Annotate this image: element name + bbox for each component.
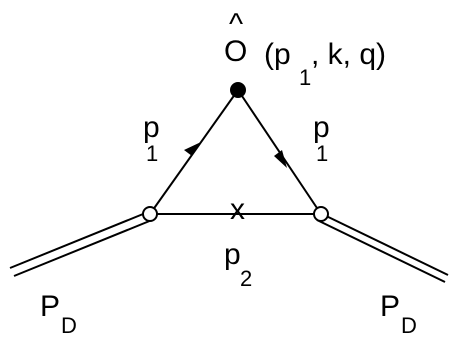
operator-args-rest: , k, q) — [311, 38, 387, 71]
right-arrow-icon — [274, 150, 287, 168]
left-vertex — [142, 206, 158, 222]
operator-symbol: O — [224, 35, 248, 68]
left-external-line — [9, 211, 153, 277]
left-arrow-icon — [184, 142, 201, 156]
left-momentum-label: p — [143, 111, 160, 144]
operator-args-subscript: 1 — [299, 65, 312, 90]
right-vertex — [313, 206, 329, 222]
left-momentum-subscript: 1 — [146, 141, 159, 166]
operator-vertex — [230, 82, 246, 98]
left-external-subscript: D — [61, 313, 77, 338]
right-external-subscript: D — [401, 313, 417, 338]
right-external-line — [316, 212, 449, 283]
operator-hat: ^ — [229, 8, 244, 41]
bottom-momentum-label: p — [224, 238, 241, 271]
right-external-label: P — [380, 290, 401, 323]
right-momentum-label: p — [313, 111, 330, 144]
left-external-label: P — [40, 290, 61, 323]
right-momentum-subscript: 1 — [316, 141, 329, 166]
bottom-momentum-subscript: 2 — [240, 266, 253, 291]
cut-cross-mark: x — [230, 193, 245, 226]
operator-args-open: (p — [264, 38, 291, 71]
